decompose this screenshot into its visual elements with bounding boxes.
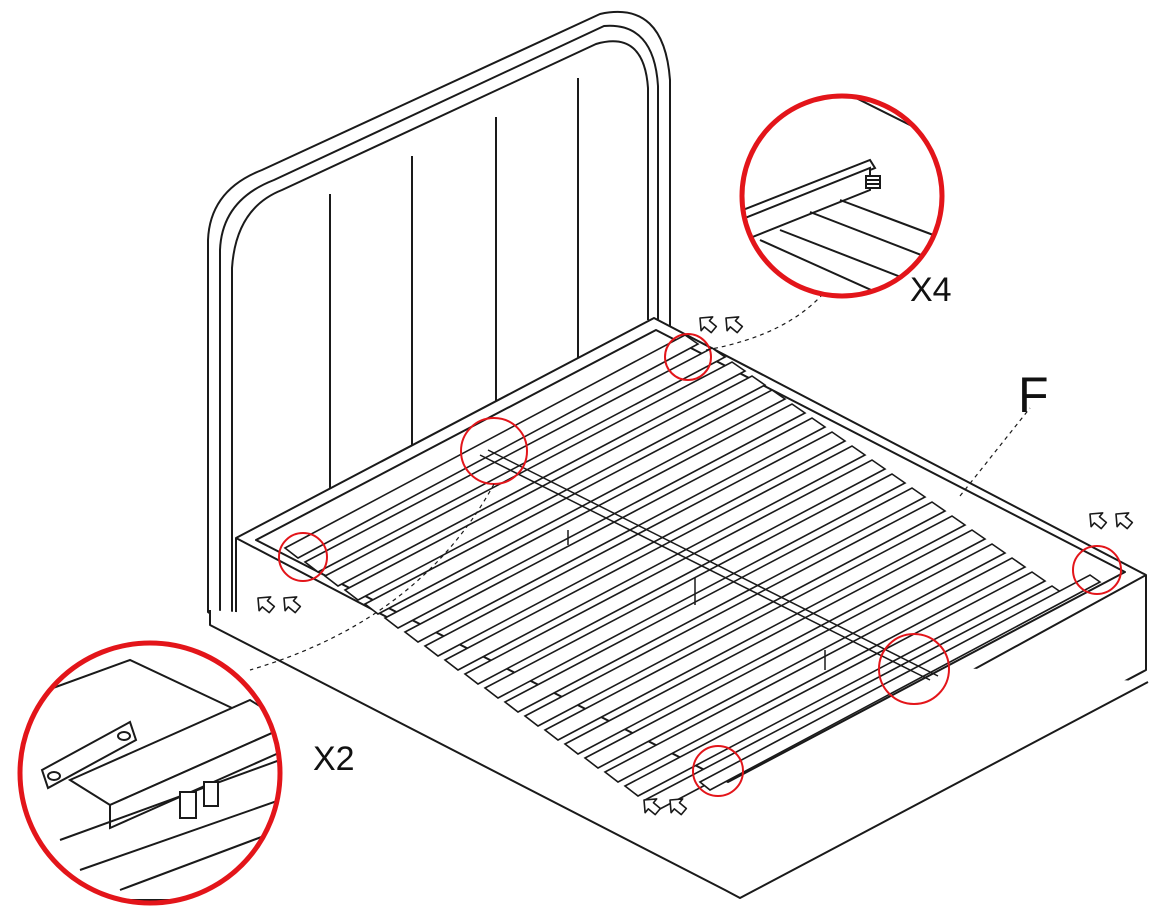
highlight-circle-head-right bbox=[664, 333, 712, 381]
highlight-circle-head-left bbox=[278, 532, 328, 582]
bolt-icon bbox=[179, 781, 219, 819]
highlight-circle-foot-left bbox=[692, 745, 744, 797]
highlight-circles bbox=[278, 333, 1122, 797]
part-label-f: F bbox=[1018, 367, 1049, 423]
detail-bubble-bottom bbox=[17, 640, 283, 906]
highlight-circle-center-foot bbox=[878, 633, 950, 705]
bracket-icon bbox=[40, 720, 138, 790]
quantity-label-x4: X4 bbox=[910, 271, 952, 309]
quantity-label-x2: X2 bbox=[313, 740, 355, 778]
leader-lines bbox=[249, 287, 1031, 671]
highlight-circle-foot-right bbox=[1072, 545, 1122, 595]
detail-bubble-top bbox=[739, 93, 945, 299]
center-rail bbox=[479, 449, 939, 681]
